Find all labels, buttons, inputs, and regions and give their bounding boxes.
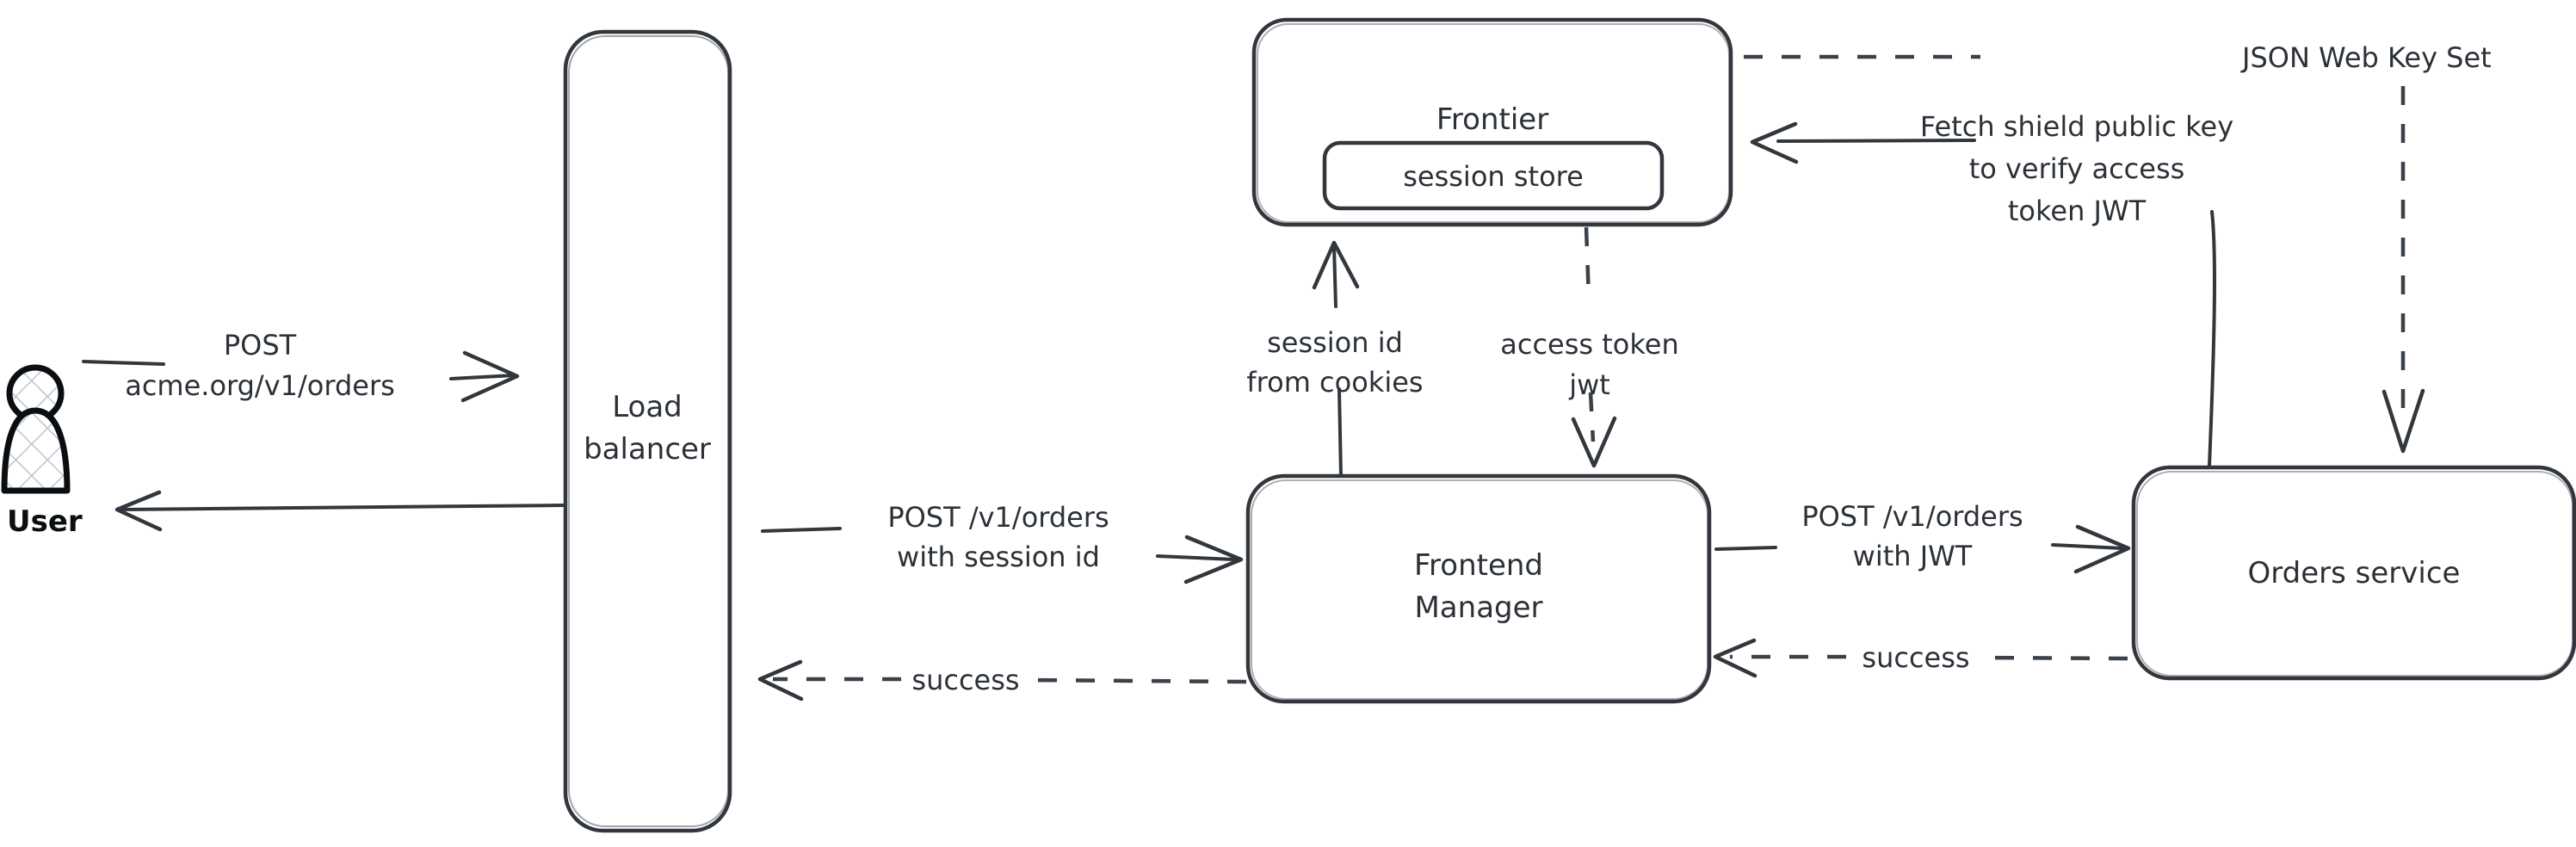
edge-fm-to-lb-line-right bbox=[1030, 677, 1247, 684]
edge-lb-to-fm-line-right bbox=[1156, 554, 1236, 561]
edge-user-to-lb-label-line1: POST bbox=[224, 329, 297, 362]
load-balancer-label-line2: balancer bbox=[584, 432, 711, 467]
edge-fm-to-orders-arrowhead bbox=[2073, 524, 2131, 574]
edge-fm-to-orders-label-line1: POST /v1/orders bbox=[1801, 500, 2023, 533]
edge-fm-to-frontier-label-line1: session id bbox=[1267, 326, 1403, 359]
edge-load-balancer-to-user[interactable] bbox=[114, 490, 566, 532]
edge-frontier-to-fm-label-line1: access token bbox=[1500, 328, 1678, 361]
session-store-box bbox=[1322, 140, 1665, 211]
edge-fm-to-orders-line-left bbox=[1714, 546, 1777, 551]
edge-user-to-lb-label-line2: acme.org/v1/orders bbox=[125, 369, 395, 402]
edge-frontier-to-orders-arrowhead bbox=[2381, 388, 2425, 454]
edge-user-to-load-balancer[interactable]: POST acme.org/v1/orders bbox=[82, 329, 520, 403]
frontend-manager-label-line2: Manager bbox=[1414, 590, 1542, 625]
edge-orders-to-frontier-curve bbox=[2208, 210, 2216, 467]
edge-orders-service-to-frontier[interactable]: Fetch shield public key to verify access… bbox=[1750, 110, 2233, 467]
frontend-manager-box-sketch-overlay bbox=[1251, 479, 1708, 700]
edge-fm-to-lb-arrowhead bbox=[757, 659, 804, 702]
edge-fm-to-frontier-line-lower bbox=[1337, 387, 1343, 478]
load-balancer-box-sketch-overlay bbox=[568, 35, 729, 827]
user-label: User bbox=[7, 504, 83, 539]
edge-orders-service-to-frontend-manager[interactable]: success bbox=[1713, 638, 2128, 678]
node-user[interactable]: User bbox=[1, 364, 83, 539]
session-store-label: session store bbox=[1403, 160, 1584, 193]
edge-lb-to-fm-line-left bbox=[761, 527, 842, 533]
load-balancer-box bbox=[563, 29, 732, 833]
edge-frontier-to-fm-arrowhead bbox=[1571, 416, 1617, 468]
edge-frontend-manager-to-orders-service[interactable]: POST /v1/orders with JWT bbox=[1714, 500, 2131, 574]
edge-orders-to-fm-arrowhead bbox=[1713, 638, 1757, 678]
edge-user-to-lb-arrowhead bbox=[460, 350, 520, 403]
edge-frontier-to-orders-label: JSON Web Key Set bbox=[2240, 41, 2492, 74]
edge-frontier-to-frontend-manager[interactable]: access token jwt bbox=[1500, 226, 1679, 468]
user-body-icon bbox=[1, 407, 71, 494]
edge-frontier-to-fm-label-line2: jwt bbox=[1568, 368, 1610, 401]
node-load-balancer[interactable]: Load balancer bbox=[563, 29, 732, 833]
orders-service-box-sketch-overlay bbox=[2136, 471, 2573, 677]
frontier-label: Frontier bbox=[1436, 102, 1548, 137]
edge-fm-to-orders-line-right bbox=[2051, 543, 2124, 550]
edge-fm-to-frontier-line-upper bbox=[1332, 244, 1337, 308]
edge-lb-to-fm-label-line1: POST /v1/orders bbox=[887, 501, 1109, 534]
edge-orders-to-frontier-arrowhead bbox=[1750, 121, 1799, 164]
node-orders-service[interactable]: Orders service bbox=[2131, 465, 2576, 681]
edge-frontier-to-fm-line-upper bbox=[1584, 226, 1591, 300]
edge-lb-to-user-arrowhead bbox=[114, 490, 163, 532]
edge-orders-to-frontier-label-line2: to verify access bbox=[1969, 152, 2185, 185]
edge-frontend-manager-to-load-balancer[interactable]: success bbox=[757, 659, 1247, 702]
edge-user-to-lb-line bbox=[82, 360, 165, 366]
orders-service-box bbox=[2131, 465, 2576, 681]
frontend-manager-box bbox=[1245, 473, 1712, 704]
edge-lb-to-fm-arrowhead bbox=[1183, 535, 1244, 584]
edge-load-balancer-to-frontend-manager[interactable]: POST /v1/orders with session id bbox=[761, 501, 1244, 584]
orders-service-label: Orders service bbox=[2248, 556, 2461, 590]
edge-frontend-manager-to-frontier[interactable]: session id from cookies bbox=[1246, 240, 1424, 478]
frontend-manager-label-line1: Frontend bbox=[1414, 548, 1543, 583]
edge-lb-to-user-line bbox=[120, 504, 566, 511]
edge-orders-to-frontier-label-line1: Fetch shield public key bbox=[1920, 110, 2233, 143]
node-session-store[interactable]: session store bbox=[1322, 140, 1665, 211]
frontier-box-sketch-overlay bbox=[1257, 23, 1730, 223]
edge-fm-to-lb-label: success bbox=[911, 664, 1019, 696]
edge-orders-to-frontier-label-line3: token JWT bbox=[2008, 195, 2147, 227]
load-balancer-label-line1: Load bbox=[612, 390, 683, 424]
node-frontier[interactable]: Frontier session store bbox=[1251, 17, 1733, 227]
edge-orders-to-fm-label: success bbox=[1862, 641, 1969, 674]
edge-fm-to-frontier-arrowhead bbox=[1312, 240, 1360, 290]
edge-user-to-lb-line-right bbox=[449, 374, 516, 380]
node-frontend-manager[interactable]: Frontend Manager bbox=[1245, 473, 1712, 704]
edge-orders-to-frontier-line bbox=[1776, 139, 1976, 143]
edge-fm-to-frontier-label-line2: from cookies bbox=[1246, 366, 1423, 399]
edge-frontier-to-orders-service[interactable]: JSON Web Key Set bbox=[1744, 41, 2492, 454]
edge-frontier-to-fm-line-lower bbox=[1588, 392, 1596, 442]
edge-fm-to-orders-label-line2: with JWT bbox=[1853, 540, 1973, 572]
edge-lb-to-fm-label-line2: with session id bbox=[897, 541, 1100, 573]
